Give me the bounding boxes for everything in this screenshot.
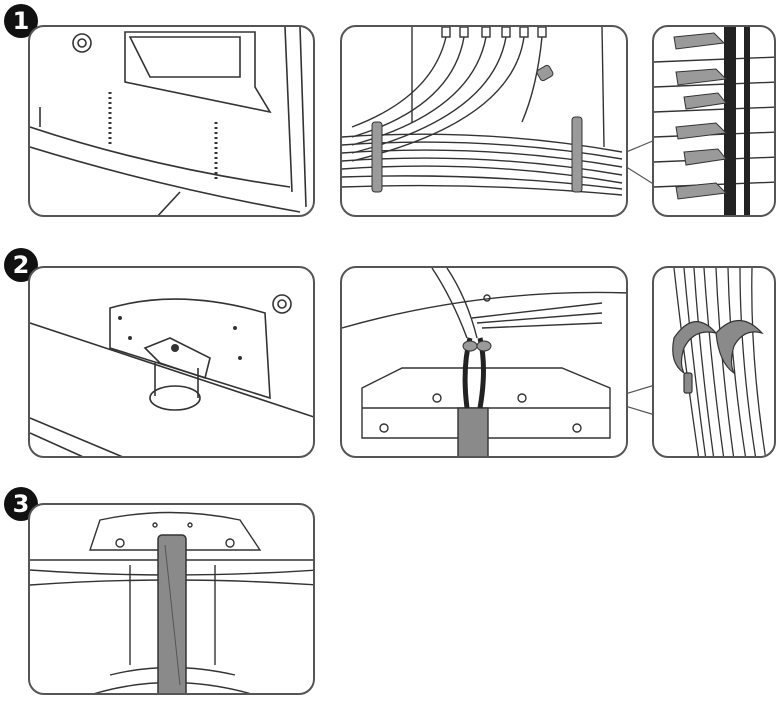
step-1-badge: 1 xyxy=(4,4,38,38)
step-1-cables-panel xyxy=(340,25,628,217)
tv-back-illustration xyxy=(30,27,307,215)
cables-through-stand-illustration xyxy=(342,268,626,456)
step-2-stand-base-panel xyxy=(28,266,315,458)
step-2-cables-through-stand-panel xyxy=(340,266,628,458)
cable-clips-closeup xyxy=(654,27,774,215)
step-3-cable-cover-panel xyxy=(28,503,315,695)
cable-routing-illustration xyxy=(342,27,623,196)
step-1-clips-closeup-panel xyxy=(652,25,776,217)
stand-base-illustration xyxy=(30,294,313,456)
step-2-cable-tie-closeup-panel xyxy=(652,266,776,458)
cable-tie-closeup xyxy=(672,268,767,456)
step-1-tv-back-panel xyxy=(28,25,315,217)
cable-cover-illustration xyxy=(30,511,313,693)
